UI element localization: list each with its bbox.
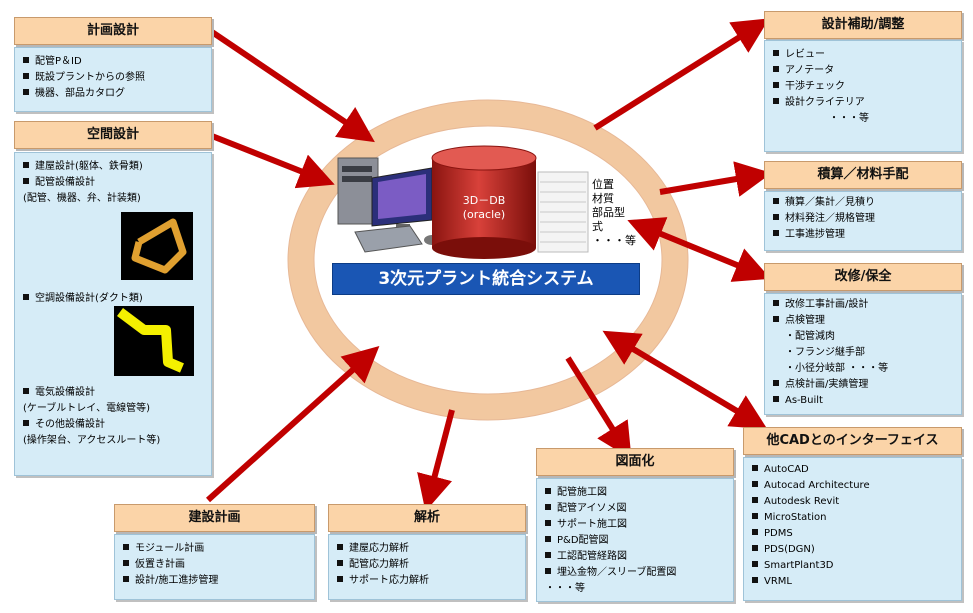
list-note: (操作架台、アクセスルート等) [23, 435, 161, 446]
arrow-system-cad [602, 330, 768, 430]
list-item: 材料発注／規格管理 [773, 211, 961, 227]
list-item: 積算／集計／見積り [773, 195, 961, 211]
arrow-system-to-estimate [659, 161, 772, 197]
design-aid-header: 設計補助/調整 [764, 11, 962, 39]
plan-header: 計画設計 [14, 17, 212, 45]
list-item: 改修工事計画/設計 [773, 297, 961, 313]
list-item: 設計クライテリア [773, 95, 961, 111]
list-item: 建屋設計(躯体、鉄骨類) [23, 159, 211, 175]
list-subitem: ・配管減肉 [785, 331, 835, 342]
list-subitem: ・小径分岐部 ・・・等 [785, 363, 889, 374]
construction-panel: モジュール計画 仮置き計画 設計/施工進捗管理 [114, 534, 315, 600]
list-note: (ケーブルトレイ、電線管等) [23, 403, 151, 414]
list-item: SmartPlant3D [752, 558, 961, 574]
list-item: レビュー [773, 47, 961, 63]
list-item: 既設プラントからの参照 [23, 70, 211, 86]
list-note: (配管、機器、弁、計装類) [23, 193, 141, 204]
list-item: 配管応力解析 [337, 557, 525, 573]
estimate-panel: 積算／集計／見積り 材料発注／規格管理 工事進捗管理 [764, 191, 962, 251]
attribute-item: 式 [592, 220, 603, 233]
attribute-item: 材質 [592, 192, 614, 205]
list-item: サポート応力解析 [337, 573, 525, 589]
list-item: 配管アイソメ図 [545, 501, 733, 517]
attribute-item: ・・・等 [592, 234, 636, 247]
list-item: Autocad Architecture [752, 478, 961, 494]
list-item: Autodesk Revit [752, 494, 961, 510]
maintenance-header: 改修/保全 [764, 263, 962, 291]
db-label: 3D－DB (oracle) [444, 194, 524, 222]
list-item: 機器、部品カタログ [23, 86, 211, 102]
list-item: P&D配管図 [545, 533, 733, 549]
db-label-line2: (oracle) [462, 208, 506, 221]
arrow-system-to-analysis [417, 409, 455, 512]
pipe-model-image [121, 212, 193, 280]
list-item: 電気設備設計 [23, 385, 160, 401]
list-item: 点検管理 [773, 313, 961, 329]
list-item: 配管P＆ID [23, 54, 211, 70]
attribute-item: 位置 [592, 178, 614, 191]
list-item: MicroStation [752, 510, 961, 526]
construction-header: 建設計画 [114, 504, 315, 532]
analysis-panel: 建屋応力解析 配管応力解析 サポート応力解析 [328, 534, 526, 600]
space-panel: 建屋設計(躯体、鉄骨類) 配管設備設計 (配管、機器、弁、計装類) 空調設備設計… [14, 152, 212, 476]
list-item: 干渉チェック [773, 79, 961, 95]
list-item: PDS(DGN) [752, 542, 961, 558]
list-item: モジュール計画 [123, 541, 314, 557]
list-item: As-Built [773, 393, 961, 409]
attribute-item: 部品型 [592, 206, 625, 219]
database-icon [431, 145, 537, 259]
cad-panel: AutoCAD Autocad Architecture Autodesk Re… [743, 457, 962, 601]
arrow-system-to-design-aid [593, 18, 770, 131]
list-item: サポート施工図 [545, 517, 733, 533]
drawing-panel: 配管施工図 配管アイソメ図 サポート施工図 P&D配管図 工認配管経路図 埋込金… [536, 478, 734, 602]
data-table-icon [537, 171, 589, 253]
cad-header: 他CADとのインターフェイス [743, 427, 962, 455]
arrow-system-maintenance [627, 217, 771, 282]
list-subitem: ・フランジ継手部 [785, 347, 865, 358]
list-item: 空調設備設計(ダクト類) [23, 291, 143, 307]
list-item: アノテータ [773, 63, 961, 79]
estimate-header: 積算／材料手配 [764, 161, 962, 189]
attribute-list: 位置 材質 部品型 式 ・・・等 [592, 178, 636, 248]
duct-model-image [114, 306, 194, 376]
arrow-space-to-system [210, 133, 335, 189]
list-item: 工事進捗管理 [773, 227, 961, 243]
list-more: ・・・等 [829, 113, 869, 124]
design-aid-panel: レビュー アノテータ 干渉チェック 設計クライテリア ・・・等 [764, 40, 962, 152]
list-item: 設計/施工進捗管理 [123, 573, 314, 589]
list-item: 配管設備設計 [23, 175, 211, 191]
list-item: 建屋応力解析 [337, 541, 525, 557]
drawing-header: 図面化 [536, 448, 734, 476]
list-item: 配管施工図 [545, 485, 733, 501]
list-item: 工認配管経路図 [545, 549, 733, 565]
analysis-header: 解析 [328, 504, 526, 532]
list-item: 埋込金物／スリーブ配置図 [545, 565, 733, 581]
list-item: PDMS [752, 526, 961, 542]
plan-panel: 配管P＆ID 既設プラントからの参照 機器、部品カタログ [14, 47, 212, 112]
arrow-construction-to-system [205, 345, 380, 503]
list-item: AutoCAD [752, 462, 961, 478]
space-header: 空間設計 [14, 121, 212, 149]
computer-icon [337, 157, 440, 253]
list-item: 仮置き計画 [123, 557, 314, 573]
maintenance-panel: 改修工事計画/設計 点検管理 ・配管減肉 ・フランジ継手部 ・小径分岐部 ・・・… [764, 293, 962, 415]
arrow-plan-to-system [210, 29, 375, 143]
list-more: ・・・等 [545, 583, 585, 594]
list-item: その他設備設計 [23, 417, 160, 433]
db-label-line1: 3D－DB [462, 194, 506, 207]
list-item: 点検計画/実績管理 [773, 377, 961, 393]
arrow-system-to-drawing [565, 356, 632, 460]
system-title: 3次元プラント統合システム [332, 263, 640, 295]
list-item: VRML [752, 574, 961, 590]
